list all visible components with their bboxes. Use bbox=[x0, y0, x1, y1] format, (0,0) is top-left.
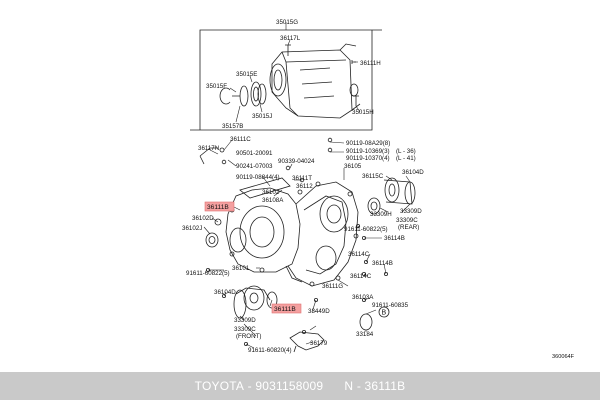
label-rear: (REAR) bbox=[398, 224, 419, 231]
label-36105: 36105 bbox=[344, 163, 362, 170]
footer-part-number: 9031158009 bbox=[255, 379, 324, 393]
label-90119-10370: 90119-10370(4) bbox=[346, 155, 390, 162]
breather-tube bbox=[199, 147, 218, 165]
label-36115c: 36115C bbox=[362, 173, 384, 180]
label-36111b-bottom: 36111B bbox=[274, 306, 296, 313]
label-90119-10369: 90119-10369(3) bbox=[346, 148, 390, 155]
footer-gap bbox=[323, 379, 344, 393]
label-36114c-upper: 36114C bbox=[348, 251, 370, 258]
label-36111h: 36111H bbox=[360, 60, 381, 67]
label-36112: 36112 bbox=[296, 183, 313, 190]
leader-lines bbox=[203, 22, 411, 349]
label-90119-08844: 90119-08844(4) bbox=[236, 174, 280, 181]
label-36103a: 36103A bbox=[352, 294, 374, 301]
label-36179: 36179 bbox=[310, 340, 328, 347]
drain-plug-33184 bbox=[359, 313, 373, 331]
highlight-36111b-bottom bbox=[271, 303, 302, 314]
label-l-41: (L - 41) bbox=[396, 155, 416, 162]
label-35015h: 35015H bbox=[352, 109, 374, 116]
label-35015e: 35015E bbox=[236, 71, 257, 78]
upper-housing-box bbox=[190, 29, 382, 131]
label-91611-60822-right: 91611-60822(5) bbox=[344, 226, 388, 233]
front-output-flange bbox=[233, 285, 278, 319]
label-33309d-front: 33309D bbox=[234, 317, 256, 324]
label-36102: 36102 bbox=[262, 189, 280, 196]
gasket-plate bbox=[239, 177, 291, 199]
seal-36102j bbox=[205, 232, 219, 248]
parts-diagram: B 35015G 36117L 36111H 35015E 35015F 350… bbox=[182, 19, 575, 360]
label-91611-60835: 91611-60835 bbox=[372, 302, 409, 309]
label-36114c-lower: 36114C bbox=[350, 273, 372, 280]
footer-bar: TOYOTA - 9031158009 N - 36111B bbox=[0, 372, 600, 400]
label-90119-08a29: 90119-08A29(8) bbox=[346, 140, 390, 147]
label-91611-60822-left: 91611-60822(5) bbox=[186, 270, 230, 277]
label-36114b-lower: 36114B bbox=[372, 260, 393, 267]
label-33309h: 33309H bbox=[370, 211, 392, 218]
bolt-small bbox=[219, 147, 225, 153]
label-front: (FRONT) bbox=[236, 333, 261, 340]
label-35015g: 35015G bbox=[276, 19, 298, 26]
label-36102d: 36102D bbox=[192, 215, 214, 222]
label-l-36: (L - 36) bbox=[396, 148, 416, 155]
label-36108a: 36108A bbox=[262, 197, 284, 204]
label-33309d-rear: 33309D bbox=[400, 208, 422, 215]
label-36111c: 36111C bbox=[230, 136, 251, 143]
label-90339-04024: 90339-04024 bbox=[278, 158, 315, 165]
label-360064f: 360064F bbox=[552, 354, 575, 360]
label-35157b: 35157B bbox=[222, 123, 243, 130]
label-36111t: 36111T bbox=[292, 175, 312, 182]
footer-brand: TOYOTA bbox=[194, 379, 245, 393]
label-35015f: 35015F bbox=[206, 83, 227, 90]
label-36111b-top: 36111B bbox=[207, 204, 229, 211]
label-36117n: 36117N bbox=[198, 145, 219, 152]
label-91611-60820: 91611-60820(4) bbox=[248, 347, 292, 354]
skid-bracket bbox=[289, 331, 325, 353]
transfer-case-drawing bbox=[225, 181, 359, 287]
label-33184: 33184 bbox=[356, 331, 374, 338]
label-35015j: 35015J bbox=[252, 113, 272, 120]
seal-rings bbox=[219, 81, 267, 107]
label-33449d: 33449D bbox=[308, 308, 330, 315]
footer-ref: N - 36111B bbox=[344, 379, 406, 393]
label-36104d-front: 36104D bbox=[214, 289, 236, 296]
highlight-36111b-top bbox=[204, 201, 235, 212]
extension-housing-drawing bbox=[269, 43, 361, 119]
callout-b-circle bbox=[378, 306, 390, 318]
label-36111g: 36111G bbox=[322, 283, 343, 290]
label-36114b-upper: 36114B bbox=[384, 235, 405, 242]
label-33309c-front: 33309C bbox=[234, 326, 256, 333]
label-90501-20091: 90501-20091 bbox=[236, 150, 273, 157]
bolt-36117l bbox=[285, 44, 291, 56]
label-36102j: 36102J bbox=[182, 225, 202, 232]
label-36101: 36101 bbox=[232, 265, 250, 272]
label-36104d-rear: 36104D bbox=[402, 169, 424, 176]
label-90241-07003: 90241-07003 bbox=[236, 163, 273, 170]
footer-separator: - bbox=[244, 379, 256, 393]
label-33309c-rear: 33309C bbox=[396, 217, 418, 224]
bolt-35015h bbox=[353, 95, 359, 106]
label-36117l: 36117L bbox=[280, 35, 301, 42]
washer-36102d bbox=[214, 218, 222, 226]
callout-b: B bbox=[382, 310, 387, 317]
